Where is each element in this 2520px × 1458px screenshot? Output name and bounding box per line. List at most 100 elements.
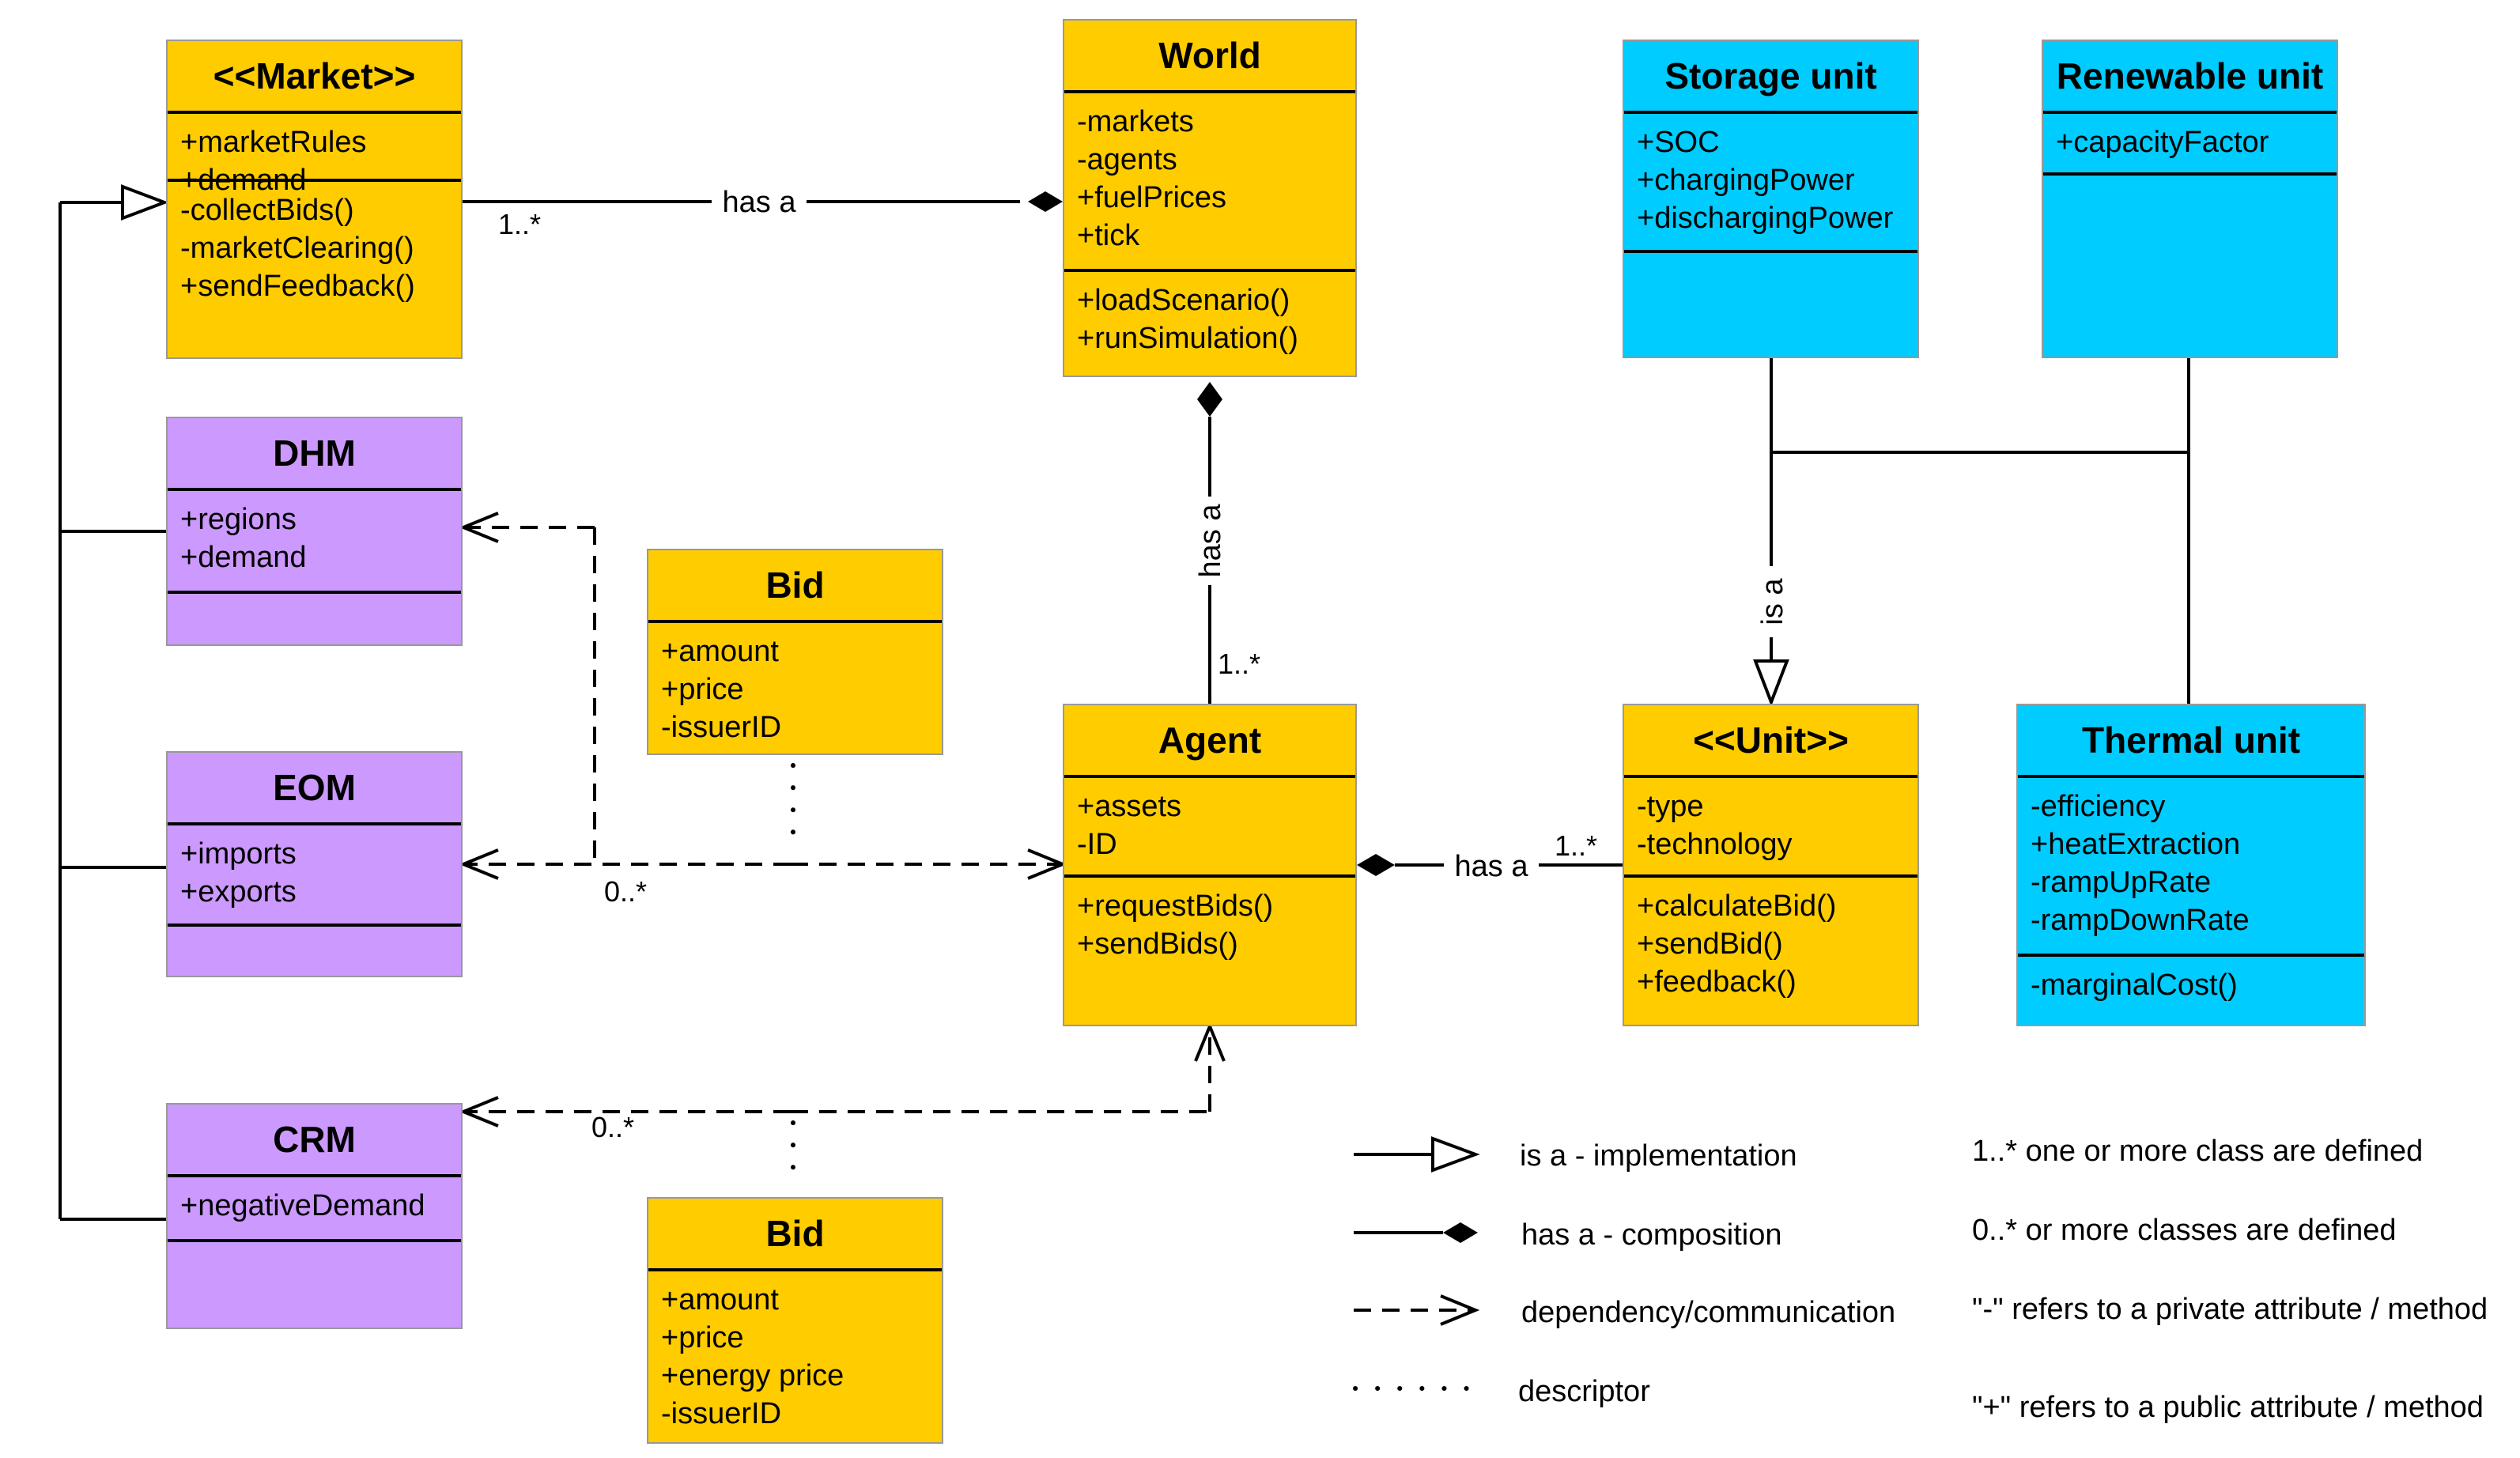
- method-list: [1624, 253, 1917, 263]
- method-list: -marginalCost(): [2018, 957, 2364, 1004]
- class-title: Bid: [648, 550, 942, 623]
- attribute-list: +amount +price +energy price -issuerID: [648, 1271, 942, 1433]
- attribute-list: +assets -ID: [1064, 778, 1355, 878]
- attribute: +capacityFactor: [2056, 126, 2269, 159]
- attribute: +regions: [180, 503, 297, 536]
- method-list: +loadScenario() +runSimulation(): [1064, 272, 1355, 357]
- legend-note-public: "+" refers to a public attribute / metho…: [1972, 1391, 2484, 1424]
- attribute-list: -efficiency +heatExtraction -rampUpRate …: [2018, 778, 2364, 957]
- attribute: +price: [661, 673, 744, 706]
- attribute: +amount: [661, 635, 779, 668]
- method: -marketClearing(): [180, 232, 414, 265]
- method-list: +calculateBid() +sendBid() +feedback(): [1624, 878, 1917, 1001]
- attribute: +heatExtraction: [2031, 828, 2241, 861]
- class-title: Renewable unit: [2043, 41, 2337, 114]
- class-title: Agent: [1064, 705, 1355, 778]
- market-world-composition: has a 1..*: [463, 180, 1063, 240]
- class-title: EOM: [168, 753, 461, 825]
- unit-class: <<Unit>> -type -technology +calculateBid…: [1623, 704, 1919, 1026]
- class-title: <<Unit>>: [1624, 705, 1917, 778]
- unit-inheritance: [1770, 358, 2190, 704]
- attribute-list: +marketRules +demand: [168, 114, 461, 197]
- class-title: DHM: [168, 418, 461, 491]
- crm-class: CRM +negativeDemand: [166, 1103, 463, 1329]
- storage-unit-class: Storage unit +SOC +chargingPower +discha…: [1623, 40, 1919, 358]
- attribute-list: +regions +demand: [168, 491, 461, 594]
- attribute: +demand: [180, 541, 307, 574]
- legend-hasa-symbol: [1354, 1222, 1478, 1243]
- world-agent-multiplicity: 1..*: [1218, 648, 1260, 680]
- market-world-diamond: [1028, 191, 1063, 212]
- attribute: +chargingPower: [1637, 164, 1855, 197]
- legend-note-zero-or-more: 0..* or more classes are defined: [1972, 1214, 2397, 1247]
- dhm-eom-agent-dependency: [459, 512, 1067, 880]
- attribute: -rampUpRate: [2031, 866, 2212, 899]
- attribute: +assets: [1077, 790, 1182, 823]
- method-list: -collectBids() -marketClearing() +sendFe…: [168, 182, 461, 305]
- method: +runSimulation(): [1077, 322, 1298, 355]
- bid-descriptor-bottom: Bid +amount +price +energy price -issuer…: [647, 1197, 943, 1444]
- inheritance-bus-left: [59, 201, 166, 1221]
- attribute: -rampDownRate: [2031, 904, 2250, 937]
- market-class: <<Market>> +marketRules +demand -collect…: [166, 40, 463, 359]
- attribute: +marketRules: [180, 126, 367, 159]
- class-title: Bid: [648, 1199, 942, 1271]
- legend-note-one-or-more: 1..* one or more class are defined: [1972, 1135, 2423, 1168]
- market-inheritance-arrowhead: [121, 184, 169, 221]
- agent-unit-diamond: [1357, 854, 1395, 876]
- class-title: Thermal unit: [2018, 705, 2364, 778]
- method-list: [168, 927, 461, 936]
- market-world-label: has a: [723, 186, 797, 219]
- eom-multiplicity: 0..*: [604, 875, 647, 908]
- attribute-list: +amount +price -issuerID: [648, 623, 942, 746]
- class-title: Storage unit: [1624, 41, 1917, 114]
- attribute: +fuelPrices: [1077, 181, 1227, 214]
- attribute: +energy price: [661, 1359, 844, 1392]
- method: -collectBids(): [180, 194, 354, 227]
- attribute: +exports: [180, 875, 297, 908]
- agent-unit-composition: has a 1..*: [1357, 829, 1623, 886]
- market-world-multiplicity: 1..*: [498, 208, 541, 240]
- legend-dependency-text: dependency/communication: [1521, 1296, 1895, 1329]
- thermal-unit-class: Thermal unit -efficiency +heatExtraction…: [2016, 704, 2366, 1026]
- attribute: -technology: [1637, 828, 1793, 861]
- method-list: [168, 1242, 461, 1252]
- attribute: -markets: [1077, 105, 1194, 138]
- attribute: +imports: [180, 837, 297, 871]
- dhm-class: DHM +regions +demand: [166, 417, 463, 646]
- legend-hasa-text: has a - composition: [1521, 1218, 1782, 1252]
- method: -marginalCost(): [2031, 969, 2238, 1002]
- world-class: World -markets -agents +fuelPrices +tick…: [1063, 19, 1357, 377]
- crm-multiplicity: 0..*: [591, 1111, 634, 1143]
- attribute: +tick: [1077, 219, 1140, 252]
- class-title: World: [1064, 21, 1355, 93]
- world-agent-composition: has a 1..*: [1191, 382, 1260, 704]
- method-list: [168, 594, 461, 603]
- attribute: +negativeDemand: [180, 1189, 425, 1222]
- legend-descriptor-text: descriptor: [1518, 1375, 1650, 1408]
- unit-inheritance-arrowhead: [1753, 659, 1789, 707]
- agent-class: Agent +assets -ID +requestBids() +sendBi…: [1063, 704, 1357, 1026]
- legend-isa-symbol: [1354, 1136, 1480, 1173]
- method-list: +requestBids() +sendBids(): [1064, 878, 1355, 963]
- attribute-list: +negativeDemand: [168, 1177, 461, 1242]
- attribute: +SOC: [1637, 126, 1720, 159]
- method: +requestBids(): [1077, 890, 1274, 923]
- attribute-list: -markets -agents +fuelPrices +tick: [1064, 93, 1355, 272]
- renewable-unit-class: Renewable unit +capacityFactor: [2042, 40, 2338, 358]
- attribute-list: +SOC +chargingPower +dischargingPower: [1624, 114, 1917, 253]
- agent-unit-multiplicity: 1..*: [1555, 829, 1597, 862]
- attribute: -efficiency: [2031, 790, 2166, 823]
- method: +sendFeedback(): [180, 270, 415, 303]
- class-title: <<Market>>: [168, 41, 461, 114]
- attribute: -agents: [1077, 143, 1177, 176]
- attribute-list: +capacityFactor: [2043, 114, 2337, 176]
- attribute: -type: [1637, 790, 1704, 823]
- world-agent-diamond: [1197, 382, 1222, 417]
- legend: is a - implementation has a - compositio…: [1353, 1135, 2488, 1424]
- attribute: -ID: [1077, 828, 1117, 861]
- class-title: CRM: [168, 1105, 461, 1177]
- method: +sendBids(): [1077, 927, 1238, 961]
- attribute-list: -type -technology: [1624, 778, 1917, 878]
